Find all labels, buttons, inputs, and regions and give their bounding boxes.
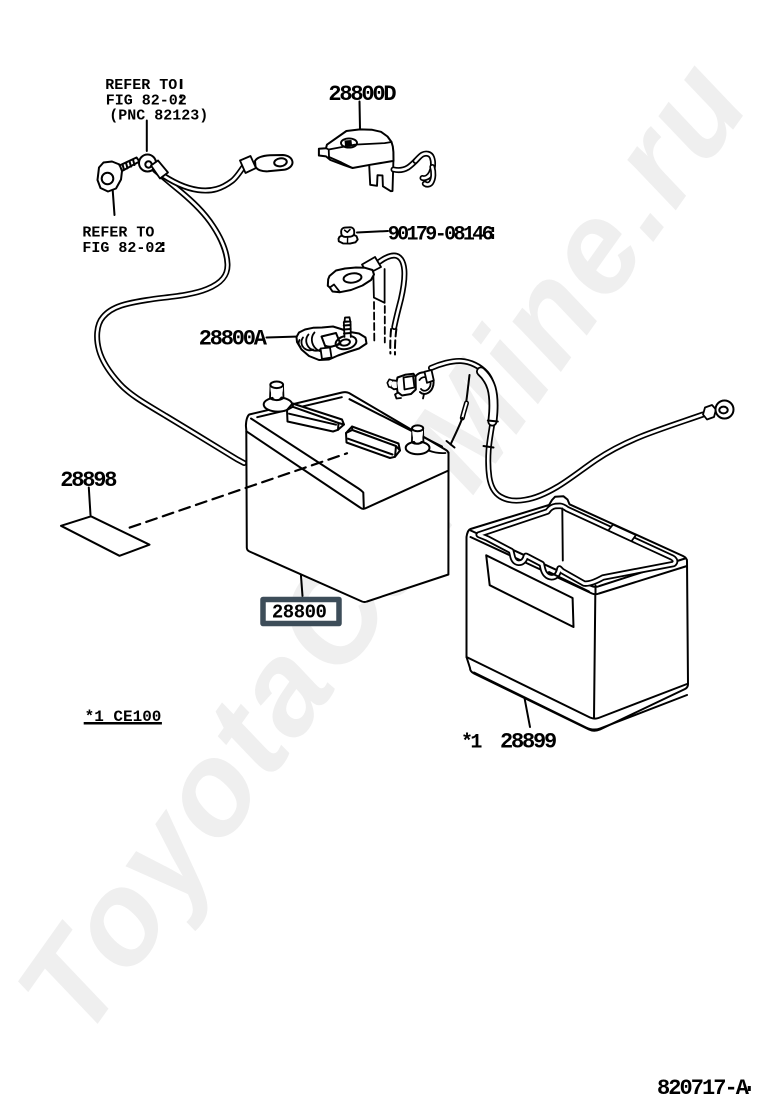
svg-text:REFER TO: REFER TO — [82, 224, 154, 241]
svg-text:*1 CE100: *1 CE100 — [85, 708, 162, 726]
svg-text:REFER TO: REFER TO — [105, 77, 177, 94]
svg-text:(PNC 82123): (PNC 82123) — [109, 108, 208, 125]
svg-text:FIG 82-02: FIG 82-02 — [82, 240, 163, 257]
svg-text:28800: 28800 — [272, 602, 327, 624]
svg-text:28800A: 28800A — [199, 327, 268, 352]
svg-text:*1: *1 — [461, 732, 482, 755]
svg-text:FIG 82-02: FIG 82-02 — [106, 92, 187, 109]
svg-text:28898: 28898 — [60, 468, 117, 493]
svg-text:90179-08146: 90179-08146 — [388, 224, 493, 247]
svg-text:28800D: 28800D — [328, 82, 396, 107]
svg-text:28899: 28899 — [500, 730, 556, 755]
svg-text:820717-A: 820717-A — [657, 1076, 750, 1101]
